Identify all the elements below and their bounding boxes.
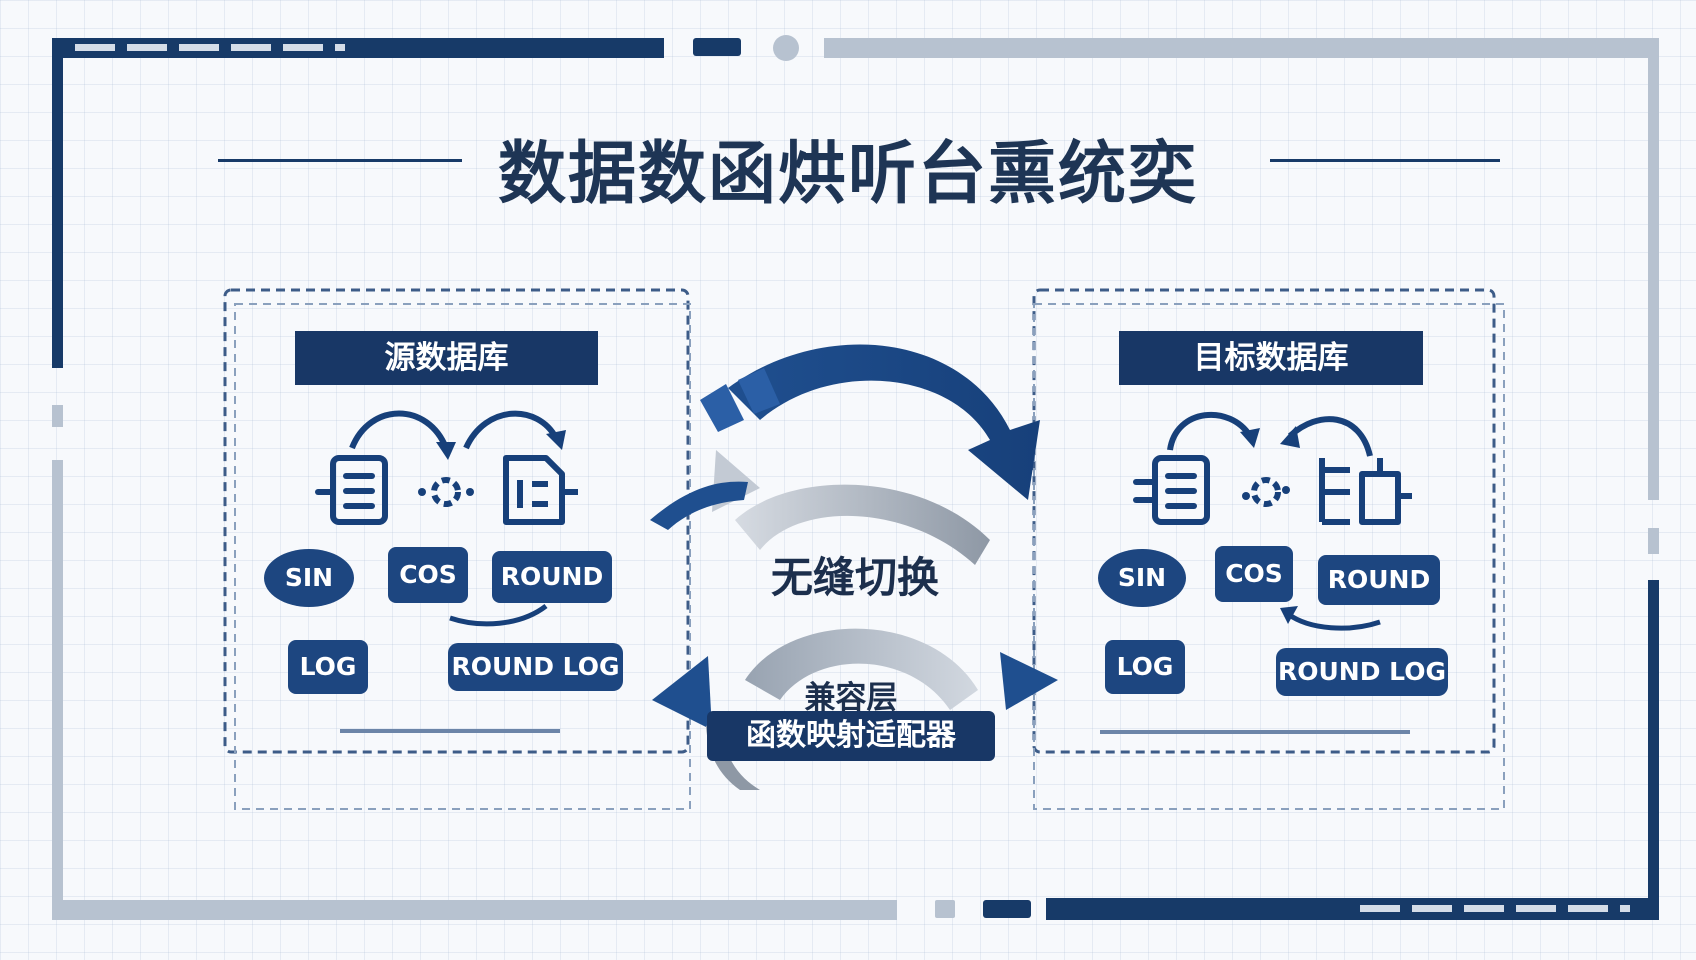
source-panel-heading: 源数据库 [295,331,598,385]
compat-layer-title: 兼容层 [804,680,898,716]
center-left-arrowhead [652,656,712,730]
target-function-round: ROUND [1318,555,1440,605]
target-function-round-log: ROUND LOG [1276,648,1448,696]
source-function-cos: COS [388,547,468,603]
page-title: 数据数函烘听台熏统奕 [497,135,1198,214]
target-panel-heading: 目标数据库 [1119,331,1423,385]
frame-top-right-bar [824,38,1658,58]
center-gray-arrow [735,484,990,565]
target-flow-arrowhead-1 [1240,428,1260,448]
center-lower-gray-arc [745,628,978,710]
center-left-arrow [650,481,748,530]
source-gear-icon [418,477,474,507]
title-rule-left [218,159,462,162]
source-flow-arrow-1 [349,410,449,450]
frame-top-small-block [693,38,741,56]
target-panel-shadow-box [1033,303,1505,810]
center-top-arrow [728,344,1040,500]
source-function-sin: SIN [264,549,354,607]
target-function-cos: COS [1215,546,1293,602]
frame-bottom-square [935,900,955,918]
frame-bottom-left-bar [52,900,897,920]
target-flow-arrow-2 [1287,416,1373,457]
source-flow-arrowhead-2 [546,430,566,450]
center-right-arrowhead [1000,652,1058,710]
center-top-arrow-stripe-2 [738,368,780,414]
source-file-icon [503,455,578,525]
target-function-log: LOG [1105,640,1185,694]
target-round-arrowhead [1280,606,1298,624]
source-panel-shadow-box [234,303,691,810]
source-function-round-log: ROUND LOG [448,643,623,691]
target-panel-box [1032,288,1496,754]
target-flow-arrowhead-2 [1280,426,1300,448]
frame-bottom-small-block [983,900,1031,918]
source-panel-box [223,288,690,754]
frame-left-lower-bar [52,460,63,920]
target-round-arrow [1286,611,1381,631]
function-mapping-adapter: 函数映射适配器 [707,711,995,761]
title-rule-right [1270,159,1500,162]
seamless-switch-label: 无缝切换 [770,553,939,602]
target-gear-icon [1242,477,1290,507]
frame-right-upper-bar [1648,38,1659,500]
frame-bottom-right-dashes [1360,905,1630,912]
center-top-arrow-stripe-1 [700,384,744,432]
target-function-sin: SIN [1098,549,1186,607]
target-flow-arrow-1 [1167,411,1253,451]
frame-top-dot [773,35,799,61]
source-document-icon [315,455,388,525]
frame-right-mark [1648,528,1659,554]
frame-top-left-dashes [75,44,345,51]
frame-bottom-right-bar [1046,898,1658,920]
source-function-log: LOG [288,640,368,694]
frame-right-lower-bar [1648,580,1659,920]
frame-top-left-bar [52,38,664,58]
source-flow-arrowhead-1 [436,442,456,460]
frame-left-mark [52,405,63,427]
target-grid-icon [1319,458,1412,525]
source-round-arrow [449,603,548,627]
source-flow-arrow-2 [463,410,559,450]
frame-left-upper-bar [52,38,63,368]
target-document-icon [1133,455,1210,525]
source-function-round: ROUND [492,551,612,603]
